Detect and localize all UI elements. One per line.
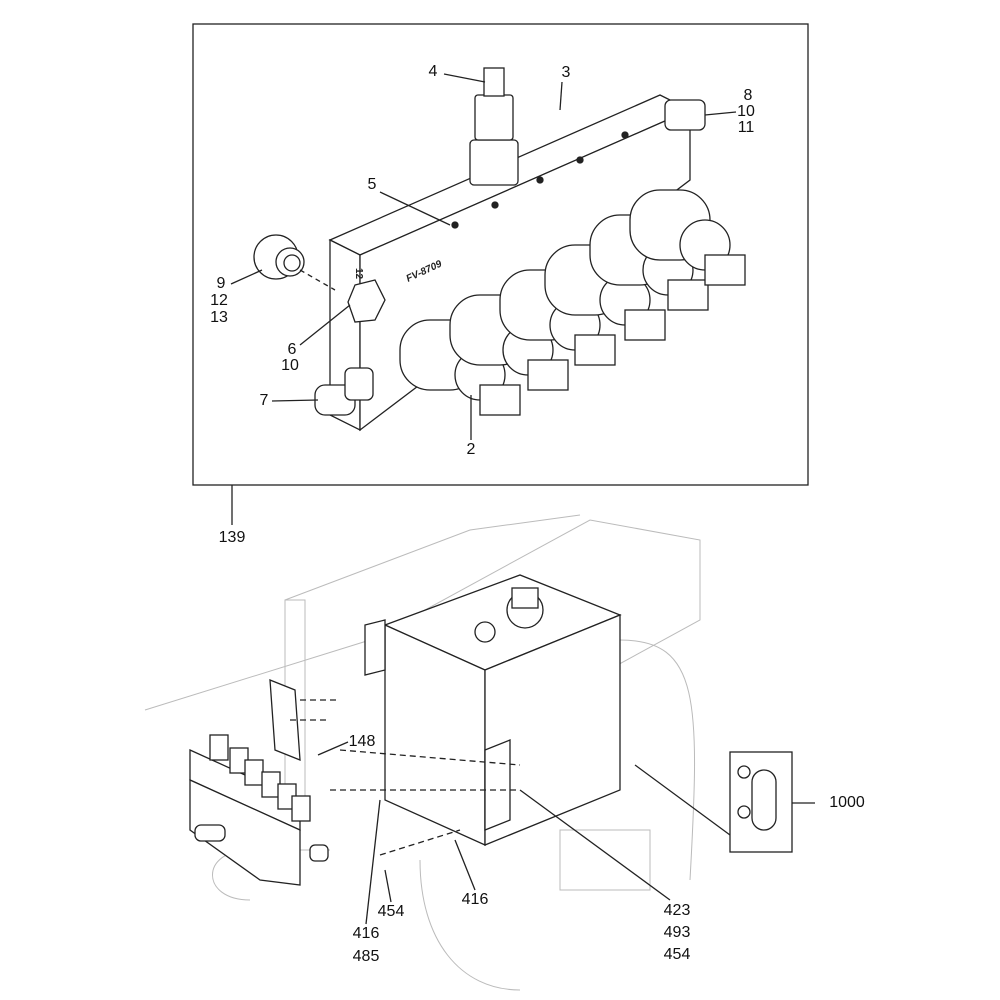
callout-11: 11 [737,119,755,136]
callout-8: 8 [743,87,753,104]
port-marking: 12 [353,268,364,280]
callout-4: 4 [428,63,438,80]
callout-416a: 416 [461,891,489,908]
callout-485: 485 [352,948,380,965]
bolts [290,699,521,856]
elbow-fitting [664,99,706,131]
relief-valve [469,67,519,186]
leader-lines-assembly [317,741,815,925]
plug-axis [299,269,336,291]
callout-10: 10 [737,103,755,120]
callout-454a: 454 [377,903,405,920]
callout-2: 2 [466,441,476,458]
callout-493: 493 [663,924,691,941]
leader-lines-detail [230,73,737,440]
detail-frame [192,23,809,486]
callout-12: 12 [210,292,228,309]
hex-plug [347,279,386,323]
callout-5: 5 [367,176,377,193]
callout-6: 6 [287,341,297,358]
callout-10b: 10 [281,357,299,374]
callout-139: 139 [218,529,246,546]
callout-9: 9 [216,275,226,292]
callout-13: 13 [210,309,228,326]
inset-frame [729,751,793,853]
callout-423: 423 [663,902,691,919]
callout-416b: 416 [352,925,380,942]
callout-148: 148 [348,733,376,750]
plug [253,234,305,280]
callout-454b: 454 [663,946,691,963]
callout-1000: 1000 [829,794,865,811]
callout-7: 7 [259,392,269,409]
callout-3: 3 [561,64,571,81]
solenoid-valves [399,189,746,416]
small-valve-block [189,734,329,886]
